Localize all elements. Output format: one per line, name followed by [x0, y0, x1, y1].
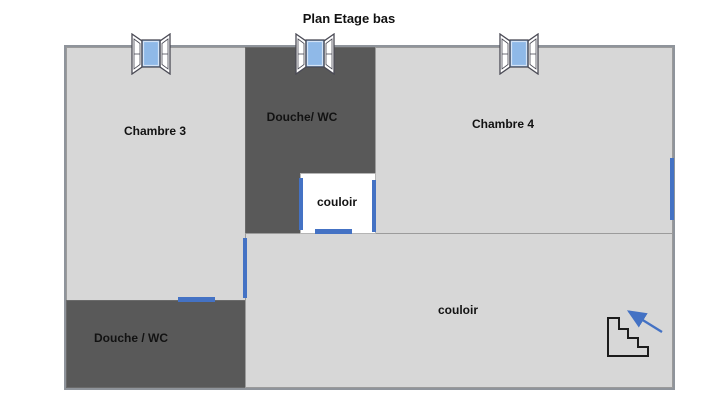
door-chambre3-couloir — [243, 238, 247, 298]
room-douche-wc-bottom — [66, 300, 246, 388]
label-couloir-main: couloir — [437, 303, 479, 317]
plan-title: Plan Etage bas — [302, 11, 396, 26]
label-couloir-small: couloir — [316, 195, 358, 209]
stairs-icon — [607, 310, 663, 357]
door-douche-wc-bottom — [178, 297, 215, 302]
room-couloir-main — [245, 233, 673, 388]
door-couloir-small-left — [299, 178, 303, 230]
window-icon — [295, 33, 335, 75]
door-chambre4-right — [670, 158, 674, 220]
label-douche-wc-bottom: Douche / WC — [94, 331, 168, 345]
label-chambre-4: Chambre 4 — [471, 117, 535, 131]
door-couloir-small-bottom — [315, 229, 352, 234]
label-douche-wc-top: Douche/ WC — [266, 110, 338, 124]
label-chambre-3: Chambre 3 — [123, 124, 187, 138]
up-arrow-icon — [626, 310, 663, 334]
room-chambre-4 — [375, 47, 673, 234]
window-icon — [499, 33, 539, 75]
room-chambre-3 — [66, 47, 246, 301]
window-icon — [131, 33, 171, 75]
door-couloir-small-right — [372, 180, 376, 232]
